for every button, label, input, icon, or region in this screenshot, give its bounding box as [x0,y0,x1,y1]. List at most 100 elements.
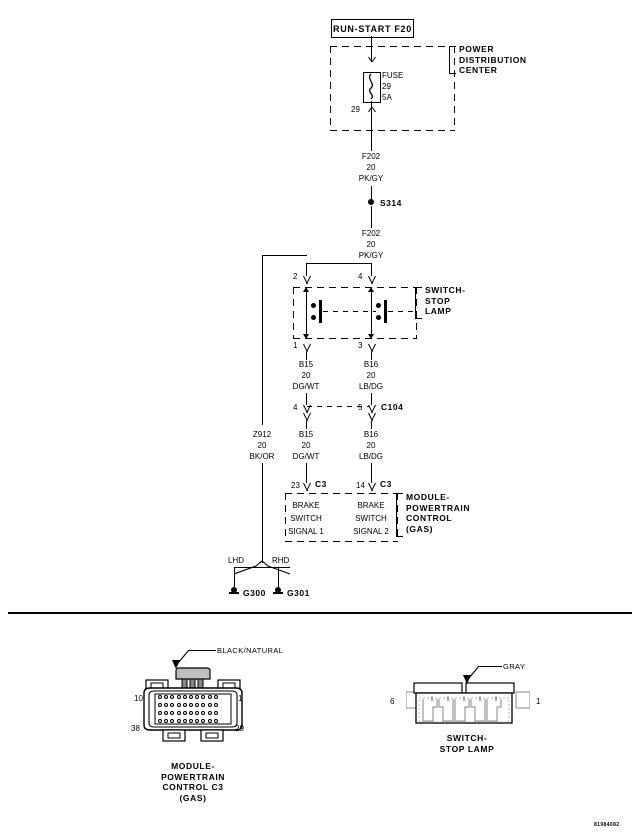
switch-pin2-terminal-icon [302,276,311,284]
pcm-c3-caption: MODULE- POWERTRAIN CONTROL C3 (GAS) [160,761,226,803]
wire-ground-split-stem [262,555,263,563]
c104-pin4-lower-terminal-icon [302,413,311,421]
switch-contact2-upper-dot-icon [376,303,381,308]
wire-ground-z912-top-branch [262,255,307,256]
stop-lamp-switch-label: SWITCH- STOP LAMP [425,285,466,316]
switch-pin4-number: 4 [358,272,363,281]
fuse-arrow-up-icon [367,57,376,62]
switch-contact1-bar [319,300,322,323]
fuse-pin-number: 29 [351,105,360,114]
wire-splice-out [371,206,372,228]
switch-contact1-arrow-up-icon [303,287,309,292]
power-distribution-center-box [330,46,455,131]
stop-lamp-switch-connector-drawing [406,682,530,724]
splice-s314-label: S314 [380,198,402,208]
run-start-fuse-title: RUN-START F20 [331,19,414,38]
switch-pin4-terminal-icon [367,276,376,284]
wire-ground-split-left [234,567,262,568]
ground-g300-label: G300 [243,588,266,598]
switch-contact2-bar [384,300,387,323]
switch-pin1-number: 1 [293,341,298,350]
c104-pin5-lower-terminal-icon [367,413,376,421]
wire-b16-to-c104 [371,393,372,405]
wire-label-feed-lower-gauge: 20 [366,240,376,249]
pcm-c3-pin1-number: 1 [238,694,243,703]
switch-contact1-lower-dot-icon [311,315,316,320]
pcm-c3-pin-row-3 [158,711,218,715]
fuse-squiggle-icon [368,73,374,100]
stop-lamp-switch-pointer-icon [463,675,471,684]
switch-contact2-stem-bottom [371,328,372,339]
ground-lhd-label: LHD [228,556,245,565]
wire-ground-split-right [262,567,290,568]
stop-lamp-switch-pin6-number: 6 [390,697,395,706]
switch-internal-link-1 [323,311,376,312]
wire-label-b16-lower-circuit: B16 [363,430,379,439]
wire-b15-to-c104 [306,393,307,405]
pcm-pin14-number: 14 [356,481,365,490]
wire-feed-to-switch [371,263,372,276]
pcm-c3-pin-row-1 [158,695,218,699]
power-distribution-center-bracket [449,46,457,74]
wire-label-z912-circuit: Z912 [252,430,272,439]
pcm-pin23-terminal-icon [302,483,311,491]
stop-lamp-switch-color-label: GRAY [503,662,526,671]
pcm-connector-c3-right-label: C3 [380,479,392,489]
switch-contact1-arrow-down-icon [303,334,309,339]
wire-label-feed-upper-gauge: 20 [366,163,376,172]
fuse-arrow-down-icon [367,106,376,111]
wire-label-b16-upper-color: LB/DG [358,382,384,391]
section-divider [8,612,632,614]
switch-contact2-lower-dot-icon [376,315,381,320]
pcm-c3-pin38-number: 38 [131,724,140,733]
switch-contact1-stem-bottom [306,328,307,339]
c104-pin5-number: 5 [358,403,363,412]
wire-label-b15-upper-circuit: B15 [298,360,314,369]
wire-title-to-fuse [371,36,372,62]
wire-to-splice [371,186,372,202]
pcm-c3-pin-row-2 [158,703,218,707]
wire-b16-below-c104 [371,421,372,429]
fuse-rating: 5A [382,93,392,102]
pcm-c3-pointer-icon [172,660,180,669]
fuse-number: 29 [382,82,391,91]
wire-label-z912-color: BK/OR [249,452,275,461]
switch-contact2-lever [371,296,372,328]
wire-label-b15-upper-color: DG/WT [292,382,320,391]
wire-label-feed-lower-circuit: F202 [361,229,381,238]
pcm-c3-pin29-number: 29 [235,724,244,733]
ground-g301-symbol-icon [273,587,283,594]
ground-g301-label: G301 [287,588,310,598]
pcm-connector-c3-left-label: C3 [315,479,327,489]
switch-contact1-stem-top [306,287,307,299]
pcm-c3-leader-line [188,650,216,651]
pcm-module-box [285,493,398,542]
switch-contact2-stem-top [371,287,372,299]
pcm-module-label: MODULE- POWERTRAIN CONTROL (GAS) [406,492,471,534]
pcm-c3-pin-row-4 [158,719,218,723]
wire-label-b16-lower-gauge: 20 [366,441,376,450]
stop-lamp-switch-pin1-number: 1 [536,697,541,706]
wire-label-feed-upper-circuit: F202 [361,152,381,161]
wire-label-feed-lower-color: PK/GY [358,251,384,260]
wire-to-g301 [278,567,279,587]
switch-pin3-number: 3 [358,341,363,350]
ground-g300-symbol-icon [229,587,239,594]
fuse-label: FUSE [382,71,404,80]
wire-label-feed-upper-color: PK/GY [358,174,384,183]
pcm-brake-signal2-label: BRAKE SWITCH SIGNAL 2 [353,501,389,536]
wire-b15-below-c104 [306,421,307,429]
wire-label-z912-gauge: 20 [257,441,267,450]
wire-b15-to-pcm [306,463,307,483]
c104-label: C104 [381,402,404,412]
switch-internal-link-2 [388,311,415,312]
pcm-brake-signal1-label: BRAKE SWITCH SIGNAL 1 [288,501,324,536]
c104-pin4-number: 4 [293,403,298,412]
wire-label-b15-lower-circuit: B15 [298,430,314,439]
stop-lamp-switch-caption: SWITCH- STOP LAMP [439,733,495,754]
switch-contact2-arrow-up-icon [368,287,374,292]
wire-ground-z912-upper [262,255,263,425]
pcm-pin23-number: 23 [291,481,300,490]
switch-contact1-upper-dot-icon [311,303,316,308]
